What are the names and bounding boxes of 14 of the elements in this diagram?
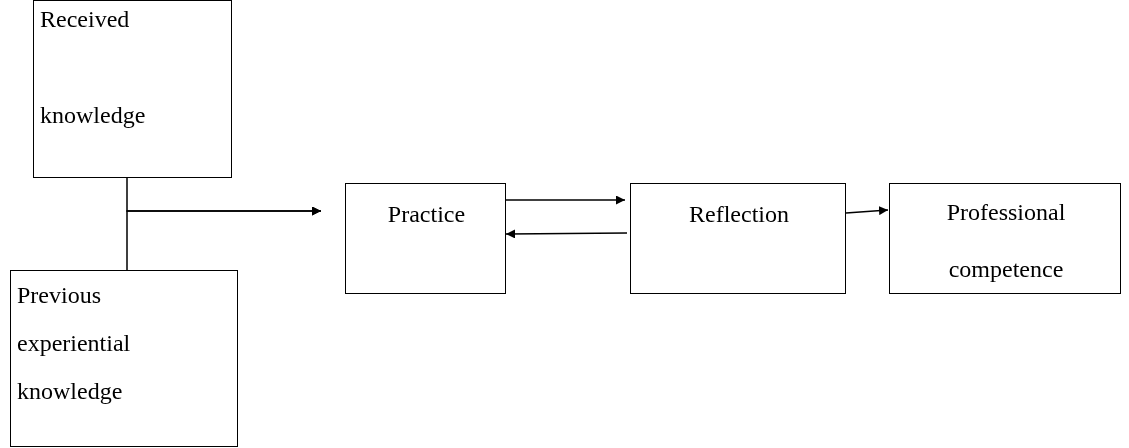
arrow (505, 195, 626, 205)
arrow (845, 206, 889, 216)
process-box (889, 183, 1121, 294)
arrow (505, 229, 628, 239)
box-label: Practice (386, 200, 467, 229)
box-label: Reflection (688, 200, 790, 229)
process-box (33, 0, 232, 178)
process-box (345, 183, 506, 294)
box-label: Previous experiential knowledge (17, 281, 132, 406)
arrow (126, 206, 322, 271)
process-box (10, 270, 238, 447)
box-label: Professional competence (945, 198, 1067, 284)
process-box (630, 183, 846, 294)
box-label: Received knowledge (40, 5, 147, 130)
